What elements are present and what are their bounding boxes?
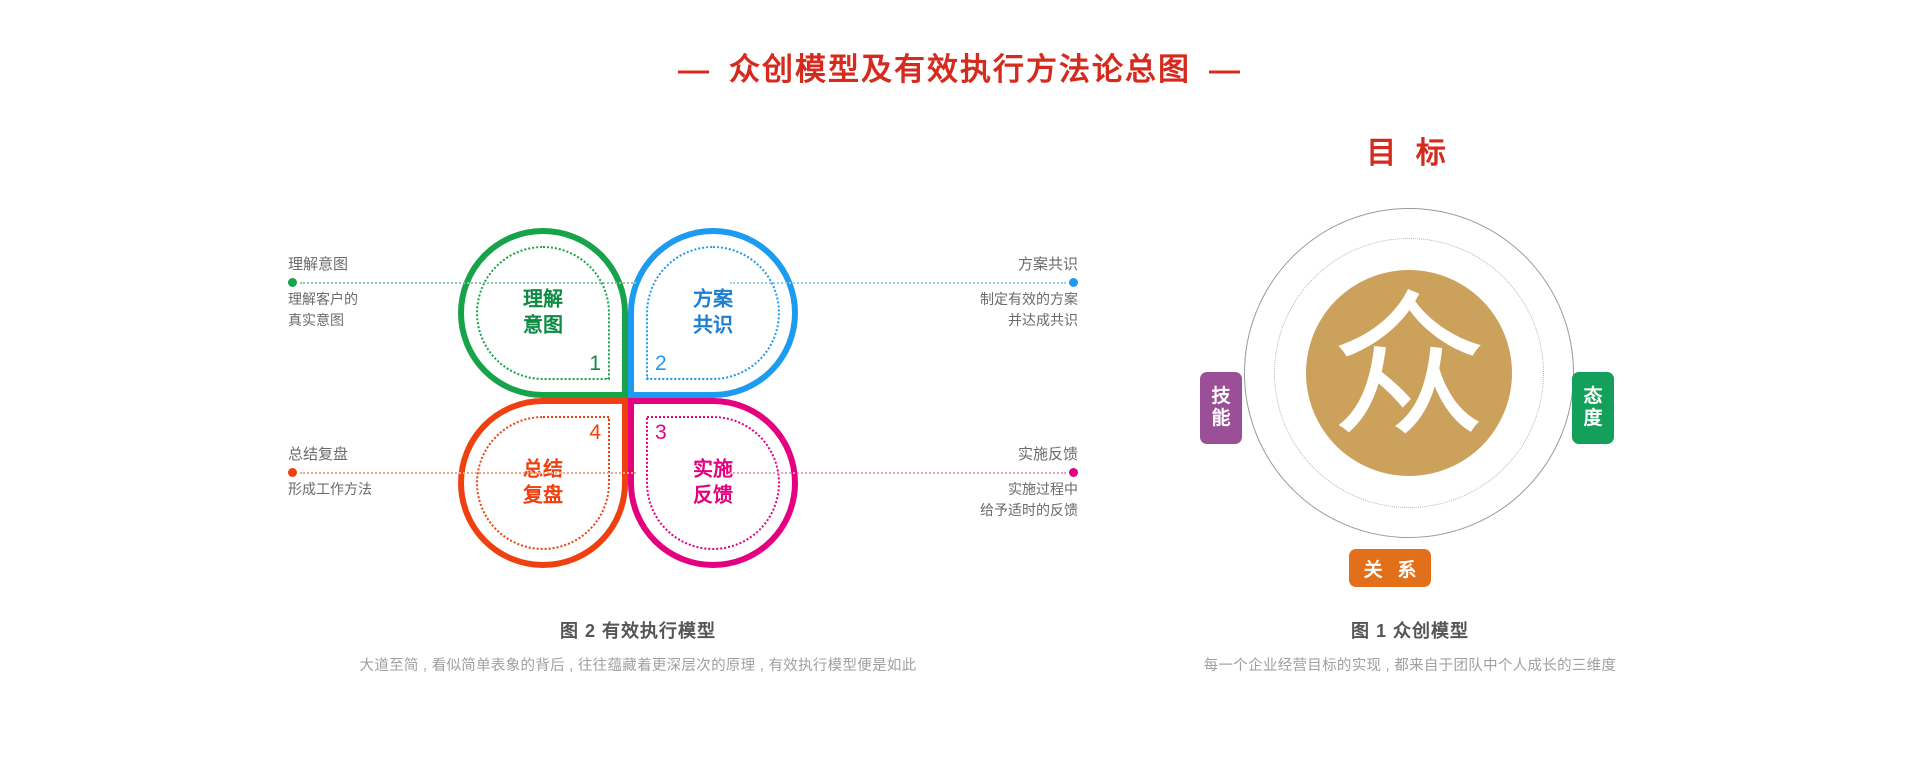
caption-execution-model: 图 2 有效执行模型 大道至简 , 看似简单表象的背后 , 往往蕴藏着更深层次的… — [318, 617, 958, 675]
core-circle: 众 — [1306, 270, 1512, 476]
title-dash-right: — — [1209, 52, 1242, 87]
info-connector — [730, 277, 1078, 289]
petal-inner-outline — [646, 246, 780, 380]
connector-dot — [1069, 467, 1078, 477]
info-description: 形成工作方法 — [288, 480, 372, 497]
dimension-badge-skill[interactable]: 技 能 — [1200, 372, 1242, 444]
petal-plan-consensus[interactable]: 方案 共识 2 — [628, 228, 798, 398]
connector-dot — [288, 277, 297, 287]
info-heading: 总结复盘 — [288, 446, 349, 463]
petal-implementation-feedback[interactable]: 实施 反馈 3 — [628, 398, 798, 568]
info-implementation-feedback: 实施反馈 实施过程中 给予适时的反馈 — [730, 444, 1078, 522]
dimension-badge-relation[interactable]: 关 系 — [1349, 549, 1431, 587]
connector-dot — [1069, 277, 1078, 287]
title-dash-left: — — [678, 52, 711, 87]
connector-line — [300, 471, 636, 474]
petal-number: 4 — [589, 421, 601, 444]
connector-line — [730, 471, 1066, 474]
caption-title: 图 1 众创模型 — [1350, 621, 1469, 641]
info-understand-intent: 理解意图 理解客户的 真实意图 — [288, 254, 636, 332]
dimension-badge-attitude[interactable]: 态 度 — [1572, 372, 1614, 444]
petal-inner-outline — [646, 416, 780, 550]
petal-inner-outline — [476, 416, 610, 550]
info-description: 实施过程中 给予适时的反馈 — [980, 480, 1078, 519]
info-description: 制定有效的方案 并达成共识 — [980, 290, 1078, 329]
goal-label: 目 标 — [1366, 137, 1452, 170]
info-heading: 实施反馈 — [1017, 446, 1078, 463]
info-heading: 理解意图 — [288, 256, 349, 273]
inner-dotted-ring — [1274, 238, 1544, 508]
info-connector — [730, 467, 1078, 479]
caption-crowd-model: 图 1 众创模型 每一个企业经营目标的实现 , 都来自于团队中个人成长的三维度 — [1120, 617, 1700, 675]
connector-line — [730, 281, 1066, 284]
info-connector — [288, 467, 636, 479]
petal-number: 3 — [655, 421, 667, 444]
connector-line — [300, 281, 636, 284]
info-heading: 方案共识 — [1017, 256, 1078, 273]
caption-title: 图 2 有效执行模型 — [559, 621, 716, 641]
dimension-label-char-2: 能 — [1211, 408, 1231, 429]
petal-number: 1 — [589, 352, 601, 375]
connector-dot — [288, 467, 297, 477]
petal-inner-outline — [476, 246, 610, 380]
caption-subtitle: 大道至简 , 看似简单表象的背后 , 往往蕴藏着更深层次的原理 , 有效执行模型… — [359, 658, 917, 674]
center-glyph: 众 — [1331, 282, 1487, 455]
title-text: 众创模型及有效执行方法论总图 — [729, 52, 1191, 87]
petal-number: 2 — [655, 352, 667, 375]
dimension-label-char-2: 度 — [1583, 408, 1603, 429]
info-summary-review: 总结复盘 形成工作方法 — [288, 444, 636, 500]
page-title: — 众创模型及有效执行方法论总图 — — [0, 44, 1920, 89]
crowd-model-diagram: 众 — [1244, 208, 1574, 538]
info-description: 理解客户的 真实意图 — [288, 290, 358, 329]
caption-subtitle: 每一个企业经营目标的实现 , 都来自于团队中个人成长的三维度 — [1203, 658, 1617, 674]
info-plan-consensus: 方案共识 制定有效的方案 并达成共识 — [730, 254, 1078, 332]
dimension-label-char-1: 技 — [1211, 386, 1231, 408]
dimension-label-char-1: 态 — [1583, 386, 1603, 408]
info-connector — [288, 277, 636, 289]
